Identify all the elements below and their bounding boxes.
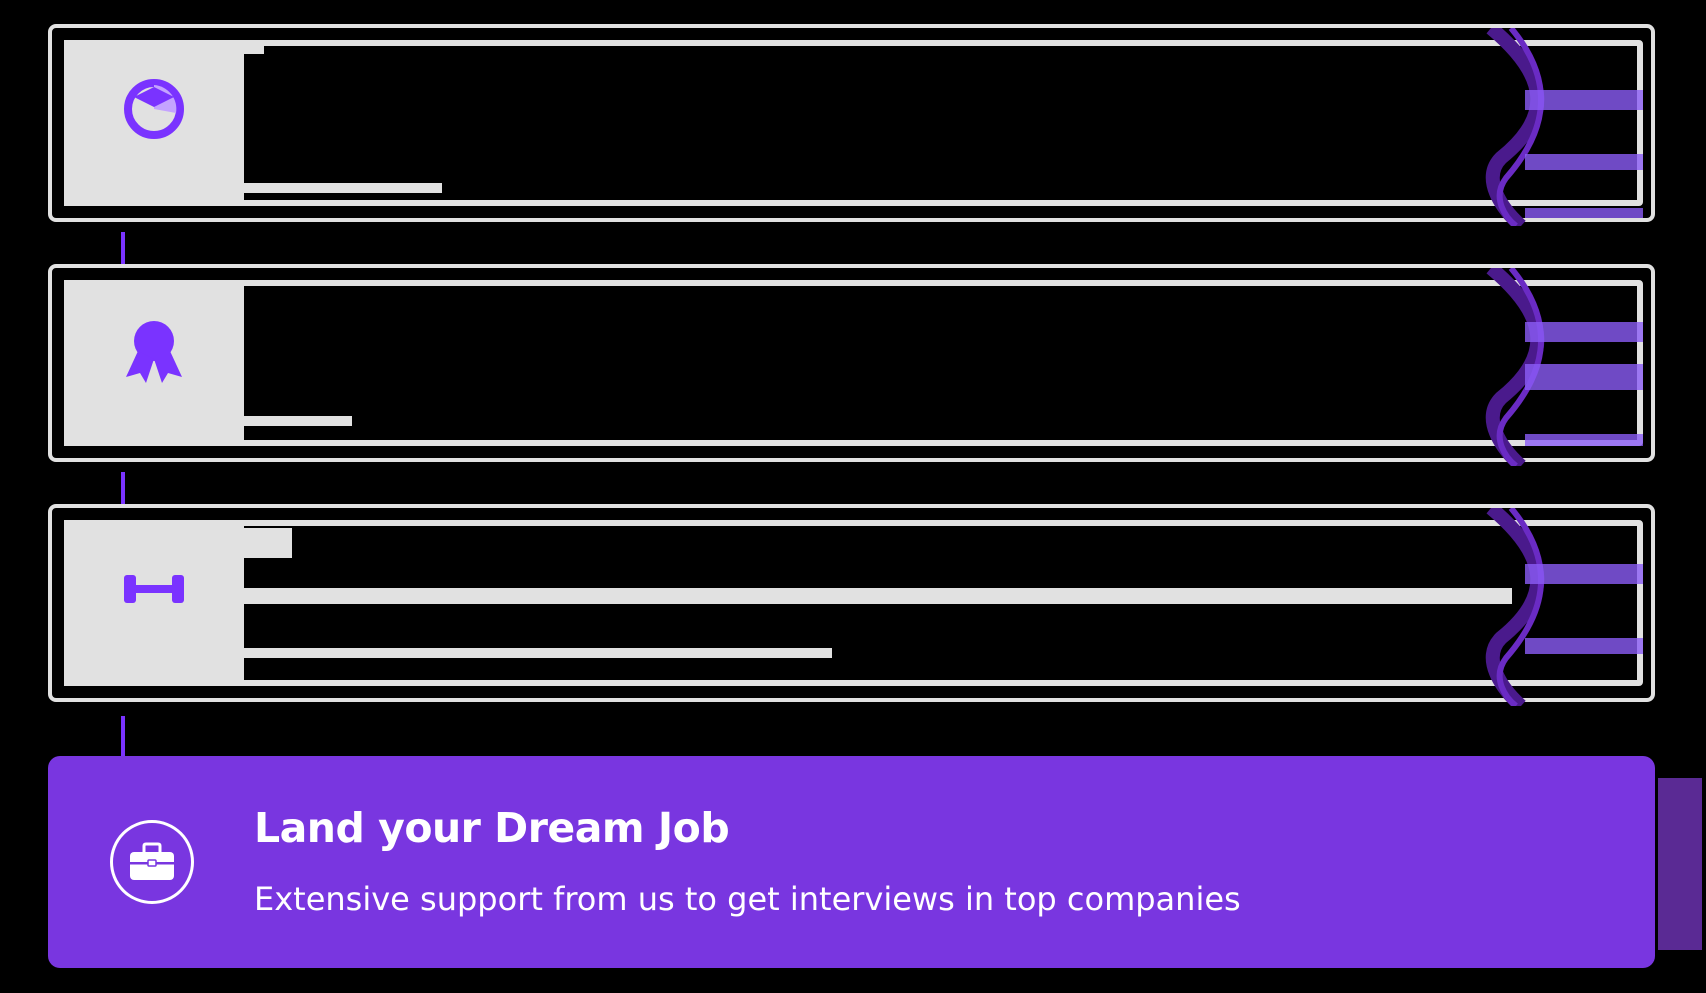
icon-placeholder — [64, 40, 244, 206]
accent-band — [1525, 564, 1643, 584]
accent-band — [1525, 154, 1643, 170]
ribbon-decoration — [1485, 508, 1545, 706]
box-pie-icon — [124, 79, 184, 139]
briefcase-icon — [110, 820, 194, 904]
skeleton-line — [232, 528, 292, 558]
final-step-title: Land your Dream Job — [254, 804, 730, 852]
final-step-description: Extensive support from us to get intervi… — [254, 880, 1241, 918]
icon-placeholder — [64, 520, 244, 686]
ribbon-decoration — [1485, 268, 1545, 466]
award-ribbon-icon — [126, 321, 182, 383]
skeleton-frame — [64, 40, 1643, 206]
accent-band — [1525, 364, 1643, 390]
step-card-3 — [48, 504, 1655, 706]
icon-placeholder — [64, 280, 244, 446]
final-card-shadow — [1658, 778, 1702, 950]
dumbbell-icon — [124, 575, 184, 603]
timeline-connector — [121, 716, 125, 756]
accent-band — [1525, 434, 1643, 446]
accent-band — [1525, 90, 1643, 110]
step-card-1 — [48, 24, 1655, 226]
timeline-connector — [121, 472, 125, 506]
final-step-card: Land your Dream Job Extensive support fr… — [48, 756, 1655, 968]
step-card-2 — [48, 264, 1655, 466]
skeleton-line — [64, 40, 264, 54]
skeleton-line — [232, 588, 1512, 604]
skeleton-line — [232, 416, 352, 426]
timeline-connector — [121, 232, 125, 266]
accent-band — [1525, 322, 1643, 342]
accent-band — [1525, 638, 1643, 654]
skeleton-line — [232, 648, 832, 658]
ribbon-decoration — [1485, 28, 1545, 226]
accent-band — [1525, 208, 1643, 218]
skeleton-line — [232, 183, 442, 193]
